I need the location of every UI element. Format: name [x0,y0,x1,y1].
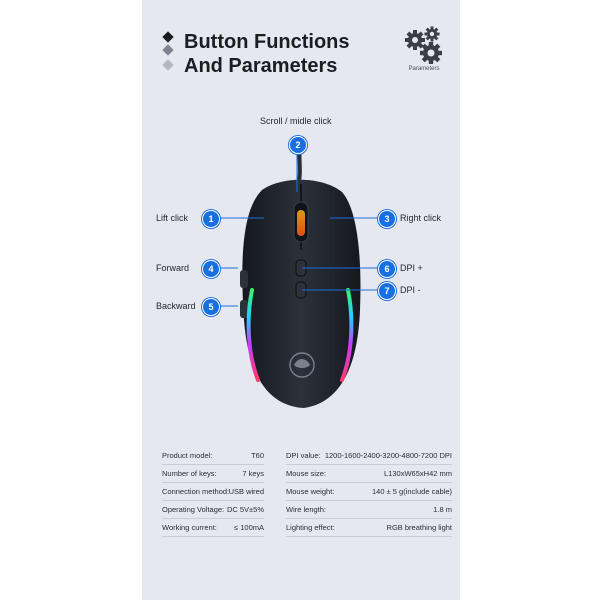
spec-value: 7 keys [242,469,264,478]
spec-key: DPI value: [286,451,321,460]
spec-divider [286,500,452,501]
callout-label-forward: Forward [156,263,190,273]
spec-value: RGB breathing light [386,523,452,532]
spec-key: Wire length: [286,505,327,514]
spec-key: Mouse size: [286,469,327,478]
spec-row: DPI value: 1200-1600-2400-3200-4800-7200… [286,447,452,465]
spec-divider [162,482,264,483]
callout-badge-5: 5 [202,298,220,316]
spec-key: Mouse weight: [286,487,335,496]
callout-badge-6: 6 [378,260,396,278]
title-line-1: Button Functions [184,31,350,53]
spec-key: Connection method: [162,487,230,496]
spec-value: 1.8 m [433,505,452,514]
spec-row: Connection method: USB wired [162,483,264,501]
spec-key: Operating Voltage: [162,505,225,514]
spec-divider [162,536,264,537]
spec-row: Product model: T60 [162,447,264,465]
callout-label-dpi-minus: DPI - [400,285,421,295]
spec-row: Mouse weight: 140 ± 5 g(include cable) [286,483,452,501]
callout-lines [219,152,380,307]
callout-badge-2: 2 [289,136,307,154]
spec-value: 140 ± 5 g(include cable) [372,487,452,496]
spec-value: USB wired [228,487,264,496]
spec-row: Operating Voltage: DC 5V±5% [162,501,264,519]
callout-label-dpi-plus: DPI + [400,263,423,273]
spec-key: Lighting effect: [286,523,335,532]
callout-badge-4: 4 [202,260,220,278]
callout-label-backward: Backward [156,301,196,311]
spec-value: DC 5V±5% [226,505,264,514]
spec-divider [286,482,452,483]
spec-value: 1200-1600-2400-3200-4800-7200 DPI [324,451,452,460]
callout-badge-1: 1 [202,210,220,228]
spec-key: Working current: [162,523,217,532]
callout-label-scroll: Scroll / midle click [260,116,332,126]
spec-row: Number of keys: 7 keys [162,465,264,483]
spec-divider [286,518,452,519]
spec-key: Number of keys: [162,469,217,478]
spec-divider [162,464,264,465]
spec-value: ≤ 100mA [234,523,264,532]
gears-icon [402,24,446,72]
page-title: Button Functions And Parameters [184,30,350,78]
callout-badge-3: 3 [378,210,396,228]
callout-label-left-click: Lift click [156,213,189,223]
product-panel: Button Functions And Parameters [142,0,460,600]
spec-divider [286,536,452,537]
spec-value: L130xW65xH42 mm [384,469,452,478]
spec-row: Wire length: 1.8 m [286,501,452,519]
spec-row: Working current: ≤ 100mA [162,519,264,537]
gears-caption: Parameters [408,66,440,72]
spec-divider [286,464,452,465]
spec-divider [162,518,264,519]
spec-divider [162,500,264,501]
title-line-2: And Parameters [184,55,338,77]
callout-label-right-click: Right click [400,213,442,223]
spec-row: Mouse size: L130xW65xH42 mm [286,465,452,483]
callout-badge-7: 7 [378,282,396,300]
spec-row: Lighting effect: RGB breathing light [286,519,452,537]
mouse-illustration [240,140,361,408]
spec-key: Product model: [162,451,213,460]
spec-value: T60 [251,451,264,460]
